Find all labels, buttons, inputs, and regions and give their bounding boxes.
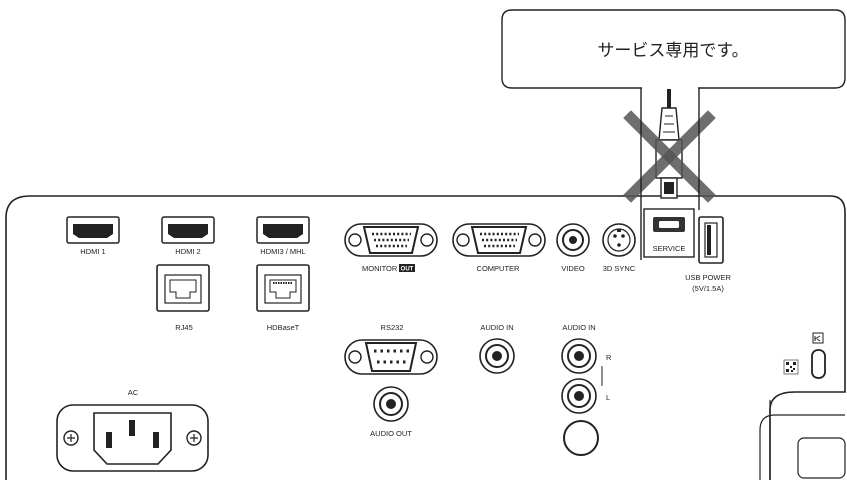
computer-label: COMPUTER [477, 264, 521, 273]
hdmi1-port: HDMI 1 [66, 216, 120, 256]
sync3d-port: 3D SYNC [602, 223, 636, 273]
callout-text: サービス専用です。 [597, 41, 748, 61]
audio-r-label: R [606, 353, 612, 362]
audio-in-rl-port: AUDIO IN R L [561, 323, 612, 456]
panel-corner-block [759, 400, 845, 480]
hdbaset-port: HDBaseT [256, 264, 310, 332]
rs232-port: RS232 [344, 323, 438, 375]
usb-power-label-1: USB POWER [685, 273, 731, 282]
service-label: SERVICE [653, 244, 686, 253]
monitor-out-badge-text: OUT [401, 267, 414, 273]
ac-inlet: AC [56, 388, 209, 472]
rj45-port: RJ45 [156, 264, 210, 332]
hdmi3-label: HDMI3 / MHL [260, 247, 305, 256]
video-port: VIDEO [556, 223, 590, 273]
audio-l-label: L [606, 393, 610, 402]
hdmi2-port: HDMI 2 [161, 216, 215, 256]
qr-code-icon [783, 359, 799, 375]
callout-box: サービス専用です。 [501, 9, 846, 260]
audio-out-label: AUDIO OUT [370, 429, 412, 438]
monitor-out-label: MONITOR [362, 264, 398, 273]
rs232-label: RS232 [381, 323, 404, 332]
usb-power-port: USB POWER (5V/1.5A) [685, 216, 732, 293]
kensington-lock [783, 332, 826, 379]
audio-in-label-1: AUDIO IN [480, 323, 513, 332]
service-port: SERVICE [643, 208, 695, 258]
panel-outline [5, 195, 846, 480]
prohibited-cross-icon [623, 110, 716, 203]
hdbaset-label: HDBaseT [267, 323, 300, 332]
audio-in-port: AUDIO IN [479, 323, 515, 374]
monitor-out-port: MONITOR OUT [344, 223, 438, 273]
usb-power-label-2: (5V/1.5A) [692, 284, 724, 293]
monitor-out-badge [399, 264, 415, 272]
ac-label: AC [128, 388, 139, 397]
hdmi2-label: HDMI 2 [175, 247, 200, 256]
rj45-label: RJ45 [175, 323, 193, 332]
hdmi3-port: HDMI3 / MHL [256, 216, 310, 256]
video-label: VIDEO [561, 264, 585, 273]
hdmi1-label: HDMI 1 [80, 247, 105, 256]
computer-port: COMPUTER [452, 223, 546, 273]
audio-in-label-2: AUDIO IN [562, 323, 595, 332]
sync3d-label: 3D SYNC [603, 264, 636, 273]
panel-corner-latch [797, 437, 846, 479]
audio-out-port: AUDIO OUT [370, 386, 412, 438]
